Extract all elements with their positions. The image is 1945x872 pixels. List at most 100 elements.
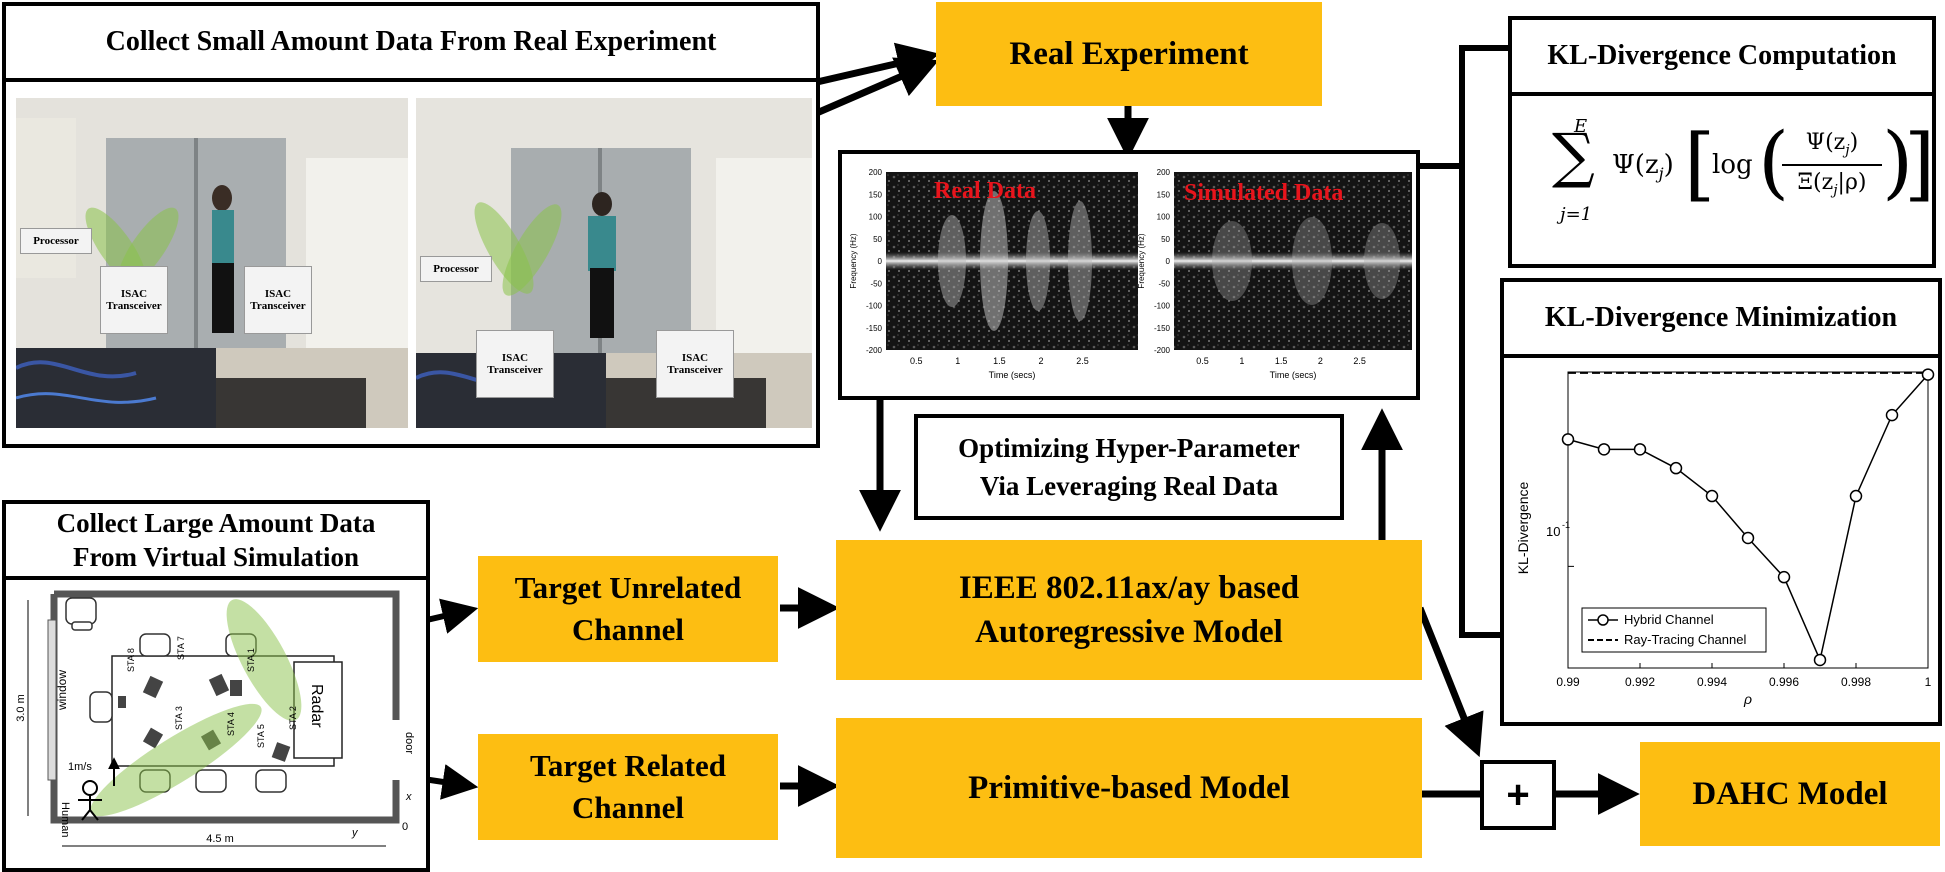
spec-xlabel: Time (secs) xyxy=(989,370,1036,380)
spec-xtick: 0.5 xyxy=(910,356,923,366)
kl-legend: Hybrid Channel Ray-Tracing Channel xyxy=(1581,607,1767,653)
simulated-data-title: Simulated Data xyxy=(1184,180,1344,206)
spec-ytick: -200 xyxy=(866,346,883,355)
transceiver-1-line2: Transceiver xyxy=(106,300,162,312)
hybrid-point xyxy=(1813,653,1827,667)
kl-ylabel: KL-Divergence xyxy=(1515,481,1531,574)
sum-sign: ∑ xyxy=(1552,121,1595,191)
target-unrelated-box: Target Unrelated Channel xyxy=(478,556,778,662)
hybrid-point xyxy=(1633,443,1647,456)
human-label: Human xyxy=(59,802,71,837)
optimizing-line2: Via Leveraging Real Data xyxy=(979,471,1279,501)
sum-lower: j=1 xyxy=(1560,204,1593,225)
window-frame xyxy=(47,619,57,781)
psi-lhs-sub: j xyxy=(1658,164,1664,184)
axis-y-label: y xyxy=(351,827,359,839)
fraction-den-text: Ξ(z xyxy=(1797,170,1834,195)
virtual-title-line2: From Virtual Simulation xyxy=(72,542,360,572)
primitive-model-box: Primitive-based Model xyxy=(836,718,1422,858)
door-label: door xyxy=(403,732,415,754)
sta-label: STA 7 xyxy=(176,636,186,660)
processor-label-2: Processor xyxy=(420,256,492,282)
psi-lhs-text: Ψ(z xyxy=(1612,150,1659,180)
target-related-line1: Target Related xyxy=(529,748,726,783)
spec-ytick: -100 xyxy=(866,302,883,311)
real-data-title: Real Data xyxy=(934,178,1036,204)
kl-formula: E ∑ j=1 Ψ(zj) [ log ( Ψ(zj) Ξ(zj|ρ) ) ] xyxy=(1552,115,1935,246)
dim-width-label: 4.5 m xyxy=(206,833,234,845)
spec-ytick: 0 xyxy=(878,257,883,266)
floorplan: 4.5 m 3.0 m window Radar door Human 1m/s… xyxy=(15,590,415,847)
virtual-panel-title: Collect Large Amount Data From Virtual S… xyxy=(6,504,426,580)
kl-computation-panel: KL-Divergence Computation E ∑ j=1 Ψ(zj) … xyxy=(1508,16,1936,268)
kl-series-layer xyxy=(1561,368,1935,667)
spec-xtick: 1.5 xyxy=(993,356,1006,366)
transceiver-box-3: ISAC Transceiver xyxy=(476,330,554,398)
kl-ytick-label: 10 xyxy=(1546,524,1560,539)
transceiver-2-line1: ISAC xyxy=(264,288,292,300)
real-experiment-panel: Collect Small Amount Data From Real Expe… xyxy=(2,2,820,448)
ieee-model-box: IEEE 802.11ax/ay based Autoregressive Mo… xyxy=(836,540,1422,680)
spec-xtick: 2 xyxy=(1038,356,1043,366)
paren-right: ) xyxy=(1882,115,1914,208)
kl-xtick-label: 0.992 xyxy=(1625,675,1655,689)
target-related-box: Target Related Channel xyxy=(478,734,778,840)
real-doppler-band xyxy=(886,252,1138,270)
spec-ytick: 0 xyxy=(1166,257,1171,266)
simulated-doppler-band xyxy=(1174,252,1412,270)
hybrid-point xyxy=(1561,433,1575,446)
kl-xtick-label: 1 xyxy=(1925,675,1932,689)
beam-right xyxy=(474,202,562,296)
spec-xtick: 1 xyxy=(1239,356,1244,366)
optimizing-box: Optimizing Hyper-Parameter Via Leveragin… xyxy=(914,414,1344,520)
plus-operator: + xyxy=(1480,760,1556,830)
fraction-den-sub: j xyxy=(1833,182,1838,199)
virtual-title-line1: Collect Large Amount Data xyxy=(56,508,376,538)
optimizing-line1: Optimizing Hyper-Parameter xyxy=(958,433,1300,463)
kl-computation-title: KL-Divergence Computation xyxy=(1512,20,1932,96)
transceiver-2-line2: Transceiver xyxy=(250,300,306,312)
sta-label: STA 5 xyxy=(256,724,266,748)
sta-label: STA 2 xyxy=(288,706,298,730)
kl-xlabel: ρ xyxy=(1743,691,1752,707)
axis-x-label: x xyxy=(405,791,412,803)
sta-label: STA 1 xyxy=(246,648,256,672)
spec-xtick: 0.5 xyxy=(1196,356,1209,366)
hybrid-point xyxy=(1741,531,1755,545)
fraction-numerator: Ψ(zj) xyxy=(1805,130,1859,159)
real-experiment-box: Real Experiment xyxy=(936,2,1322,106)
hybrid-point xyxy=(1849,489,1863,503)
real-photo-right: Processor ISAC Transceiver ISAC Transcei… xyxy=(416,98,812,428)
transceiver-box-4: ISAC Transceiver xyxy=(656,330,734,398)
hybrid-point xyxy=(1885,408,1899,422)
log-text: log xyxy=(1712,150,1753,180)
spec-ytick: 100 xyxy=(1157,213,1171,222)
spec-ytick: -200 xyxy=(1154,346,1171,355)
spec-xtick: 1.5 xyxy=(1275,356,1288,366)
spec-ytick: -100 xyxy=(1154,302,1171,311)
axis-origin-label: 0 xyxy=(402,821,408,833)
transceiver-1-line1: ISAC xyxy=(120,288,148,300)
sta-label: STA 4 xyxy=(226,712,236,736)
dim-height-label: 3.0 m xyxy=(15,694,27,722)
spec-xtick: 2 xyxy=(1318,356,1323,366)
processor-label-1: Processor xyxy=(20,228,92,254)
spec-ytick: 150 xyxy=(1157,190,1171,199)
kl-xtick-label: 0.99 xyxy=(1556,675,1580,689)
lab-scene-left xyxy=(16,98,408,428)
human-figure xyxy=(78,757,120,821)
hybrid-point xyxy=(1921,368,1935,381)
paren-left: ( xyxy=(1758,115,1790,208)
sta-label: STA 3 xyxy=(174,706,184,730)
spec-ytick: 150 xyxy=(869,190,883,199)
radar-box xyxy=(293,661,343,759)
sta-label: STA 8 xyxy=(126,648,136,672)
spec-ytick: 200 xyxy=(1157,168,1171,177)
spec-ytick: 50 xyxy=(1161,235,1170,244)
kl-minimization-title: KL-Divergence Minimization xyxy=(1504,282,1938,358)
kl-ytick-exp: -1 xyxy=(1562,520,1570,530)
